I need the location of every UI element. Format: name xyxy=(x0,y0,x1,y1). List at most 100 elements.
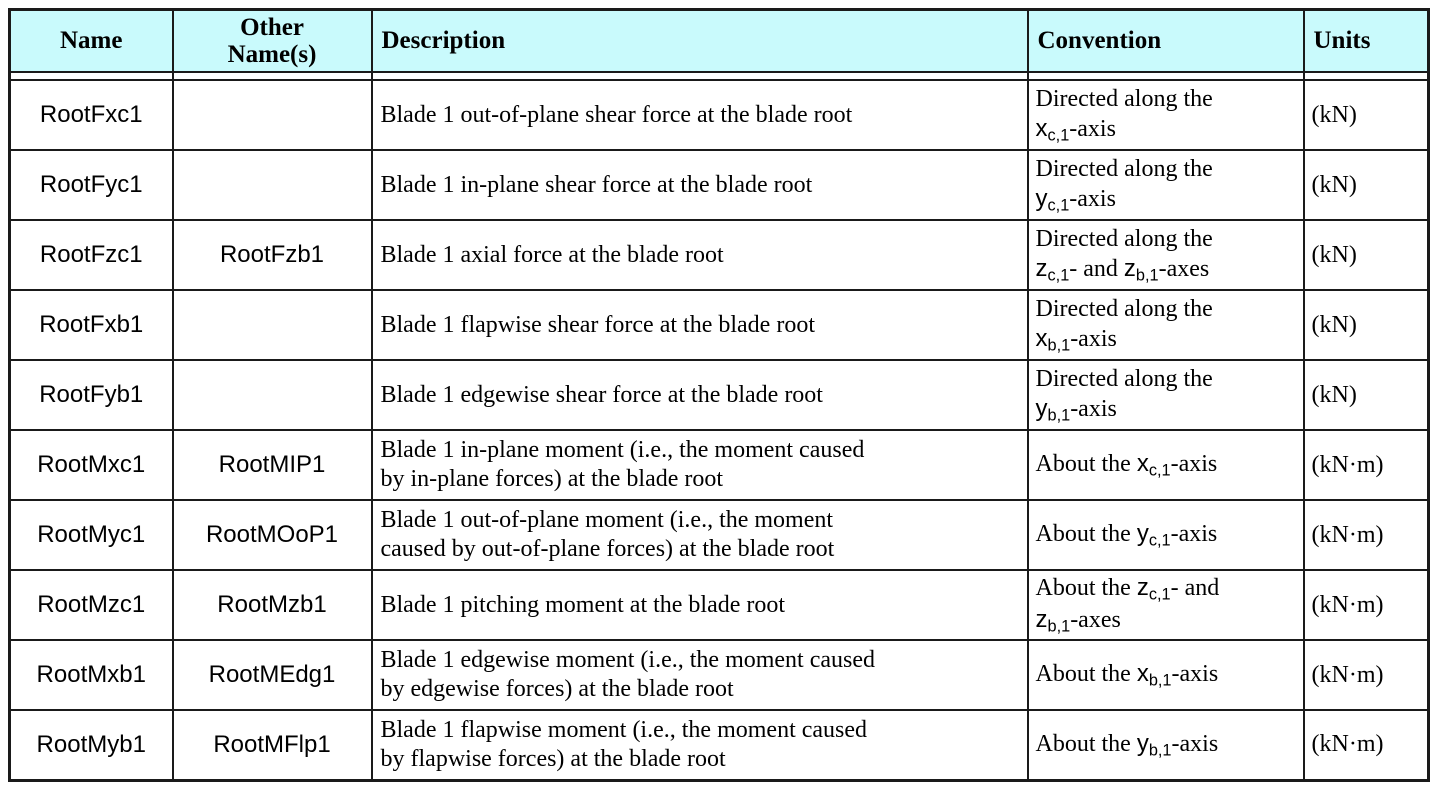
convention-text: -axes xyxy=(1070,607,1121,633)
axis-subscript: c,1 xyxy=(1047,266,1070,285)
description-cell: Blade 1 out-of-plane shear force at the … xyxy=(370,79,1029,151)
axis-subscript: c,1 xyxy=(1047,126,1070,145)
table-row: RootFyb1 Blade 1 edgewise shear force at … xyxy=(8,359,1430,431)
name-cell: RootFxc1 xyxy=(8,79,174,151)
axis-symbol: z xyxy=(1035,606,1048,633)
axis-subscript: b,1 xyxy=(1047,336,1071,355)
name-cell: RootMxb1 xyxy=(8,639,174,711)
convention-text: Directed along the xyxy=(1035,296,1213,323)
other-name-cell: RootMIP1 xyxy=(171,429,373,501)
units-cell: (kN·m) xyxy=(1302,569,1430,641)
convention-text: -axis xyxy=(1070,326,1117,353)
convention-text: Directed along the xyxy=(1035,366,1213,393)
axis-symbol: y xyxy=(1035,185,1048,213)
convention-text: - and xyxy=(1069,256,1124,283)
axis-subscript: b,1 xyxy=(1047,617,1071,636)
convention-cell: About the xc,1-axis xyxy=(1026,429,1305,501)
axis-symbol: x xyxy=(1035,115,1048,143)
convention-cell: About the yc,1-axis xyxy=(1026,499,1305,571)
column-header-description: Description xyxy=(370,8,1029,73)
units-cell: (kN) xyxy=(1302,219,1430,291)
convention-text: -axis xyxy=(1170,451,1218,478)
other-name-cell: RootMEdg1 xyxy=(171,639,373,711)
name-cell: RootFyb1 xyxy=(8,359,174,431)
table-body: RootFxc1 Blade 1 out-of-plane shear force… xyxy=(8,79,1430,781)
axis-symbol: z xyxy=(1035,255,1048,283)
convention-text: - and xyxy=(1170,575,1220,602)
description-cell: Blade 1 in-plane shear force at the blad… xyxy=(370,149,1029,221)
convention-text: Directed along the xyxy=(1035,86,1213,113)
axis-symbol: y xyxy=(1035,395,1048,423)
other-name-cell: RootMOoP1 xyxy=(171,499,373,571)
units-cell: (kN) xyxy=(1302,79,1430,151)
name-cell: RootFzc1 xyxy=(8,219,174,291)
axis-symbol: z xyxy=(1123,255,1136,283)
units-cell: (kN·m) xyxy=(1302,499,1430,571)
axis-subscript: b,1 xyxy=(1148,741,1172,760)
other-name-cell xyxy=(171,289,373,361)
name-cell: RootMyc1 xyxy=(8,499,174,571)
units-cell: (kN) xyxy=(1302,149,1430,221)
convention-text: About the xyxy=(1035,730,1137,757)
units-cell: (kN·m) xyxy=(1302,639,1430,711)
convention-text: -axis xyxy=(1070,396,1117,423)
axis-symbol: y xyxy=(1136,729,1149,757)
convention-text: -axes xyxy=(1158,256,1210,283)
name-cell: RootMyb1 xyxy=(8,709,174,781)
description-cell: Blade 1 edgewise shear force at the blad… xyxy=(370,359,1029,431)
table-header: Name Other Name(s) Description Conventio… xyxy=(8,8,1430,81)
axis-symbol: x xyxy=(1136,450,1149,478)
description-cell: Blade 1 flapwise shear force at the blad… xyxy=(370,289,1029,361)
units-cell: (kN) xyxy=(1302,289,1430,361)
convention-text: -axis xyxy=(1069,186,1116,213)
axis-subscript: b,1 xyxy=(1135,266,1159,285)
axis-symbol: y xyxy=(1136,520,1149,548)
name-cell: RootFxb1 xyxy=(8,289,174,361)
convention-cell: About the xb,1-axis xyxy=(1026,639,1305,711)
column-header-convention: Convention xyxy=(1026,8,1305,73)
header-row: Name Other Name(s) Description Conventio… xyxy=(8,8,1430,73)
units-cell: (kN) xyxy=(1302,359,1430,431)
convention-text: -axis xyxy=(1069,116,1116,143)
axis-subscript: b,1 xyxy=(1047,406,1071,425)
description-cell: Blade 1 out-of-plane moment (i.e., the m… xyxy=(370,499,1029,571)
units-cell: (kN·m) xyxy=(1302,709,1430,781)
convention-text: About the xyxy=(1035,521,1137,548)
convention-text: About the xyxy=(1035,661,1137,688)
axis-symbol: z xyxy=(1136,574,1149,602)
table-row: RootFxc1 Blade 1 out-of-plane shear force… xyxy=(8,79,1430,151)
convention-text: About the xyxy=(1035,575,1137,602)
other-name-cell: RootFzb1 xyxy=(171,219,373,291)
header-separator-gap xyxy=(8,71,1430,81)
axis-symbol: x xyxy=(1136,660,1149,688)
column-header-units: Units xyxy=(1302,8,1430,73)
other-name-cell xyxy=(171,149,373,221)
units-cell: (kN·m) xyxy=(1302,429,1430,501)
convention-cell: About the yb,1-axis xyxy=(1026,709,1305,781)
description-cell: Blade 1 axial force at the blade root xyxy=(370,219,1029,291)
description-cell: Blade 1 flapwise moment (i.e., the momen… xyxy=(370,709,1029,781)
other-name-cell: RootMzb1 xyxy=(171,569,373,641)
description-cell: Blade 1 pitching moment at the blade roo… xyxy=(370,569,1029,641)
axis-subscript: b,1 xyxy=(1148,671,1172,690)
description-cell: Blade 1 edgewise moment (i.e., the momen… xyxy=(370,639,1029,711)
column-header-name: Name xyxy=(8,8,174,73)
convention-text: -axis xyxy=(1171,730,1219,757)
convention-text: -axis xyxy=(1170,521,1218,548)
convention-text: Directed along the xyxy=(1035,156,1213,183)
convention-text: Directed along the xyxy=(1035,226,1213,253)
convention-text: About the xyxy=(1035,451,1137,478)
other-name-cell xyxy=(171,79,373,151)
axis-subscript: c,1 xyxy=(1047,196,1070,215)
